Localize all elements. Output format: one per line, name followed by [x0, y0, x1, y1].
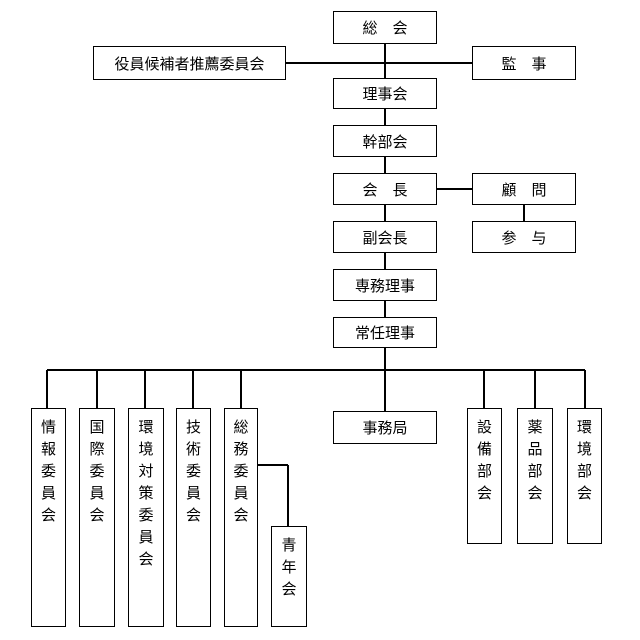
- node-label: 常任理事: [354, 324, 415, 342]
- node-seinen: 青年会: [271, 526, 307, 627]
- node-label: 理事会: [362, 85, 408, 103]
- node-rijikai: 理事会: [333, 78, 437, 109]
- node-gijutsu: 技術委員会: [176, 408, 211, 627]
- node-label: 環境部会: [575, 419, 593, 507]
- node-label: 参 与: [501, 228, 547, 247]
- node-label: 総務委員会: [231, 419, 250, 529]
- node-kokusai: 国際委員会: [79, 408, 115, 627]
- node-label: 顧 問: [501, 180, 547, 199]
- node-label: 監 事: [501, 54, 547, 73]
- node-label: 幹部会: [362, 132, 408, 151]
- node-label: 役員候補者推薦委員会: [114, 54, 265, 73]
- node-suisen: 役員候補者推薦委員会: [93, 46, 286, 80]
- node-soumu: 総務委員会: [224, 408, 258, 627]
- node-fukukaichou: 副会長: [333, 221, 437, 253]
- node-soukai: 総 会: [333, 11, 437, 44]
- node-label: 事務局: [362, 419, 408, 437]
- node-kaichou: 会 長: [333, 173, 437, 205]
- node-senmu: 専務理事: [333, 269, 437, 301]
- node-komon: 顧 問: [472, 173, 576, 205]
- node-kankyoutaisaku: 環境対策委員会: [128, 408, 164, 627]
- node-setsubi: 設備部会: [467, 408, 502, 544]
- node-label: 青年会: [279, 537, 298, 603]
- node-label: 副会長: [362, 228, 408, 247]
- node-kankyoubu: 環境部会: [567, 408, 602, 544]
- node-label: 情報委員会: [39, 419, 57, 529]
- node-label: 国際委員会: [87, 419, 106, 529]
- node-yakuhin: 薬品部会: [517, 408, 553, 544]
- node-kanji: 監 事: [472, 46, 576, 80]
- node-label: 環境対策委員会: [136, 419, 155, 573]
- node-label: 設備部会: [475, 419, 493, 507]
- node-label: 総 会: [362, 19, 408, 37]
- node-jimukyoku: 事務局: [333, 411, 437, 444]
- node-label: 技術委員会: [184, 419, 202, 529]
- node-jounin: 常任理事: [333, 317, 437, 348]
- node-label: 薬品部会: [525, 419, 544, 507]
- node-jouhou: 情報委員会: [31, 408, 66, 627]
- node-label: 専務理事: [354, 276, 415, 295]
- node-kanbukai: 幹部会: [333, 125, 437, 157]
- node-sanyo: 参 与: [472, 221, 576, 253]
- node-label: 会 長: [362, 180, 408, 199]
